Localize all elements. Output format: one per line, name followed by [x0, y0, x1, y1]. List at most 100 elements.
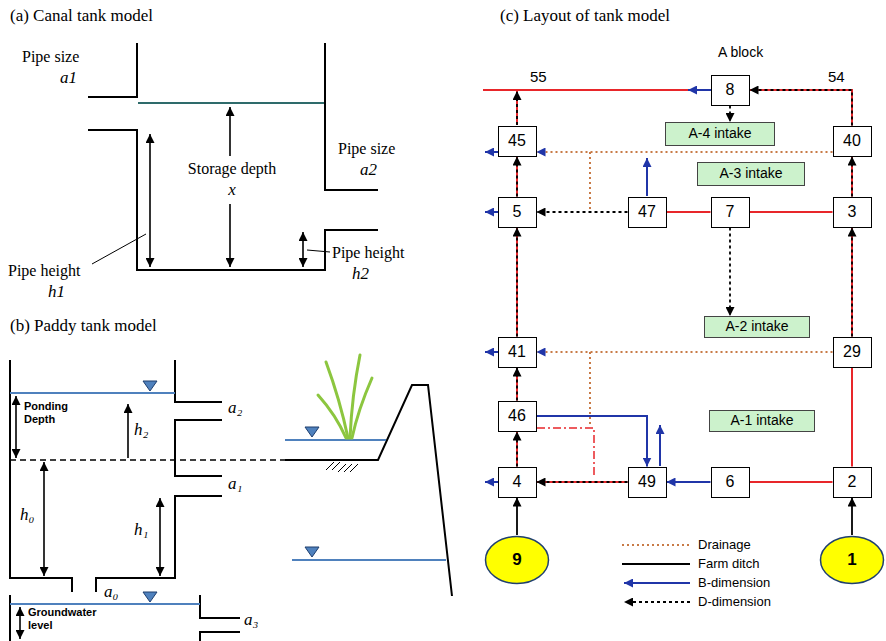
dimension-arrow	[127, 404, 129, 458]
channel-connector	[516, 432, 518, 467]
inflow-ellipse: 9	[484, 535, 550, 585]
channel-connector	[851, 228, 853, 337]
paddy-tank	[10, 603, 200, 605]
canal-tank	[88, 43, 137, 97]
node-text: 29	[843, 343, 861, 361]
channel-connector	[516, 368, 518, 401]
level-label: Groundwater level	[28, 606, 112, 632]
channel-connector	[537, 481, 628, 483]
paddy-tank	[10, 360, 285, 641]
ellipse-outline	[486, 537, 549, 584]
dimension-arrow	[19, 607, 21, 639]
channel-connector	[517, 432, 518, 467]
pipe-symbol: h2	[352, 264, 369, 284]
pipe-label: Pipe height	[332, 244, 404, 262]
paddy-tank	[10, 360, 72, 592]
water-level-mark	[305, 427, 319, 437]
canal-network	[537, 428, 594, 476]
canal-network	[516, 90, 518, 125]
panel-title: (c) Layout of tank model	[500, 6, 670, 26]
channel-connector	[537, 352, 833, 353]
channel-connector	[750, 481, 833, 483]
canal-network	[688, 89, 711, 91]
canal-network	[485, 481, 498, 483]
channel-connector	[851, 228, 853, 337]
canal-network	[485, 351, 498, 353]
canal-network	[646, 158, 648, 196]
channel-connector	[852, 157, 853, 197]
water-level-mark	[143, 381, 157, 391]
legend-text: D-dimension	[698, 594, 771, 610]
tank-box: 49	[628, 467, 667, 498]
channel-connector	[517, 228, 518, 337]
tank-box: 41	[498, 337, 537, 368]
point-number: 54	[828, 68, 845, 85]
channel-connector	[537, 482, 628, 483]
rice-plant	[352, 378, 372, 438]
panel-title: (a) Canal tank model	[10, 6, 153, 26]
canal-tank	[88, 43, 378, 270]
channel-connector	[750, 90, 853, 126]
paddy-tank	[96, 496, 222, 592]
canal-network	[483, 151, 498, 153]
depth-label: Storage depth	[188, 160, 276, 178]
tank-box: 46	[498, 401, 537, 432]
node-text: 4	[513, 473, 522, 491]
inflow-ellipse: 1	[819, 535, 885, 585]
node-text: 40	[843, 132, 861, 150]
channel-connector	[750, 482, 833, 483]
tank-box: 47	[628, 197, 667, 228]
channel-connector	[537, 151, 833, 153]
canal-network	[483, 351, 498, 353]
dimension-arrow	[149, 134, 151, 267]
tank-box: 2	[833, 467, 872, 498]
water-level-mark	[305, 547, 319, 557]
pipe-label: Pipe size	[338, 140, 395, 158]
paddy-tank	[9, 595, 11, 641]
dimension-arrow	[302, 232, 304, 267]
channel-connector	[852, 228, 853, 337]
pipe-symbol: a2	[360, 160, 377, 180]
channel-connector	[537, 481, 628, 483]
paddy-tank	[175, 420, 222, 476]
node-text: 46	[508, 407, 526, 425]
channel-connector	[851, 498, 853, 536]
channel-connector	[750, 212, 833, 213]
channel-connector	[517, 498, 518, 536]
pipe-symbol: a₃	[244, 610, 258, 630]
channel-connector	[729, 228, 731, 317]
channel-connector	[516, 157, 518, 197]
node-text: A-2 intake	[725, 319, 788, 334]
channel-connector	[516, 228, 518, 337]
channel-connector	[851, 368, 853, 467]
canal-network	[589, 152, 591, 212]
channel-connector	[516, 498, 518, 536]
node-text: 5	[513, 203, 522, 221]
paddy-field-section	[285, 385, 452, 596]
node-text: A-1 intake	[730, 413, 793, 428]
channel-connector	[852, 498, 853, 536]
water-level-mark	[143, 592, 157, 602]
intake-box: A-4 intake	[665, 122, 775, 146]
channel-connector	[750, 90, 853, 126]
canal-network	[589, 352, 591, 426]
channel-connector	[730, 106, 731, 123]
pipe-symbol: a₁	[228, 474, 242, 494]
canal-network	[659, 425, 661, 466]
water-level-mark	[143, 381, 319, 602]
rice-plant	[318, 355, 372, 438]
tank-box: 4	[498, 467, 537, 498]
rice-plant	[318, 395, 346, 438]
node-text: 9	[512, 551, 521, 570]
paddy-tank	[200, 595, 240, 618]
paddy-field-section	[292, 559, 446, 561]
tank-box: 29	[833, 337, 872, 368]
channel-connector	[537, 416, 648, 467]
node-text: 8	[726, 81, 735, 99]
canal-tank	[325, 43, 378, 190]
channel-connector	[851, 157, 853, 197]
intake-box: A-1 intake	[709, 410, 815, 432]
channel-connector	[517, 157, 518, 197]
paddy-tank	[200, 632, 240, 641]
channel-connector	[516, 228, 518, 337]
